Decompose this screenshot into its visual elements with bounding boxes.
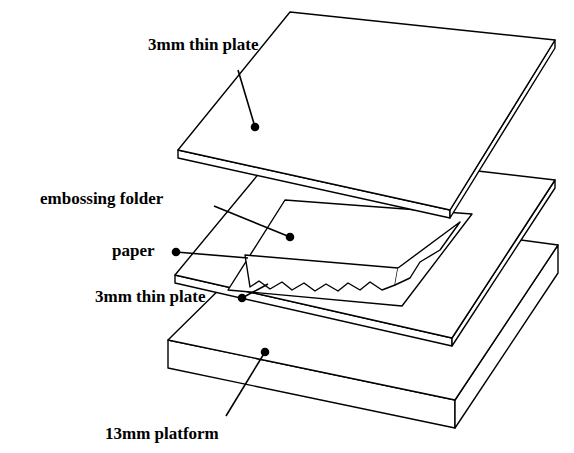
leader-dot	[252, 124, 259, 131]
part-label: 13mm platform	[105, 425, 219, 444]
leader-lines	[173, 70, 294, 416]
folder-flap	[395, 222, 460, 285]
part-label: embossing folder	[40, 190, 163, 209]
leader-line	[238, 70, 255, 127]
part-label: 3mm thin plate	[95, 288, 206, 307]
leader-line	[242, 284, 268, 298]
paper-sheet	[245, 255, 398, 291]
part-label: 3mm thin plate	[148, 36, 259, 55]
leader-line	[214, 206, 290, 237]
leader-line	[226, 352, 265, 416]
embossing-folder	[228, 200, 472, 306]
leader-dot	[262, 349, 269, 356]
part-label: paper	[112, 242, 155, 261]
leader-line	[176, 252, 248, 258]
leader-dot	[287, 234, 294, 241]
